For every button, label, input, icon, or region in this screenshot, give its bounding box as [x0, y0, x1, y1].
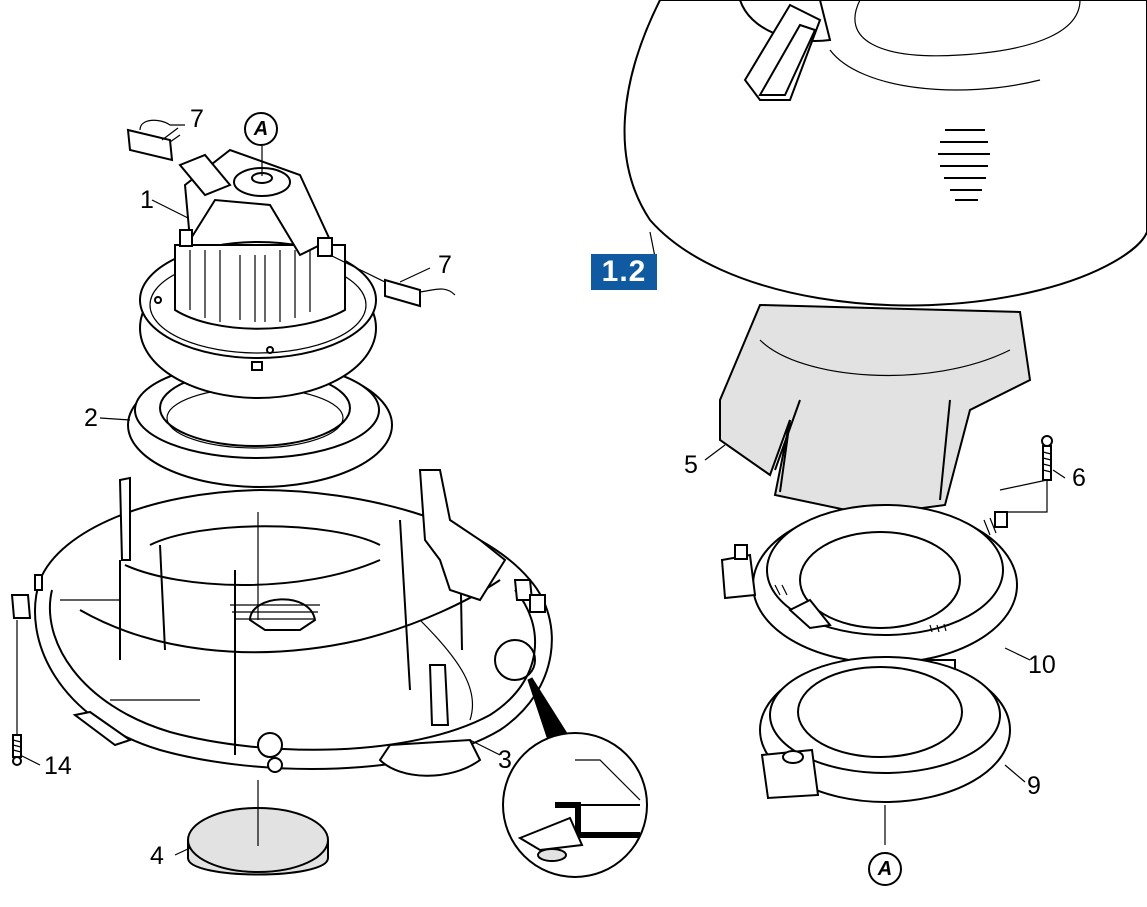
- dome-cover: [623, 0, 1147, 307]
- leader-lines: [19, 127, 1066, 856]
- callout-7-upper: 7: [190, 105, 204, 133]
- callout-9: 9: [1027, 772, 1041, 800]
- part-5-filter: [719, 303, 1032, 517]
- detail-magnifier: [494, 639, 648, 878]
- part-4-felt-pad: [187, 780, 329, 876]
- part-7-carbon-brush-upper: [126, 119, 185, 162]
- callout-1: 1: [140, 186, 154, 214]
- section-badge: 1.2: [591, 254, 657, 290]
- callout-10: 10: [1028, 651, 1056, 679]
- reference-marker-a-bottom: A: [868, 852, 902, 886]
- part-9-bayonet-ring: [759, 656, 1011, 845]
- part-1-motor: [139, 140, 377, 399]
- callout-3: 3: [498, 746, 512, 774]
- part-14-screw: [12, 620, 22, 766]
- part-10-filter-ring: [720, 504, 1018, 701]
- callout-5: 5: [684, 451, 698, 479]
- callout-14: 14: [44, 752, 72, 780]
- part-7-carbon-brush-lower: [329, 254, 456, 308]
- part-6-screw: [999, 435, 1053, 513]
- callout-6: 6: [1072, 464, 1086, 492]
- callout-4: 4: [150, 842, 164, 870]
- part-3-base-housing: [10, 469, 553, 777]
- callout-7-lower: 7: [438, 251, 452, 279]
- callout-2: 2: [84, 404, 98, 432]
- reference-marker-a-top: A: [244, 112, 278, 146]
